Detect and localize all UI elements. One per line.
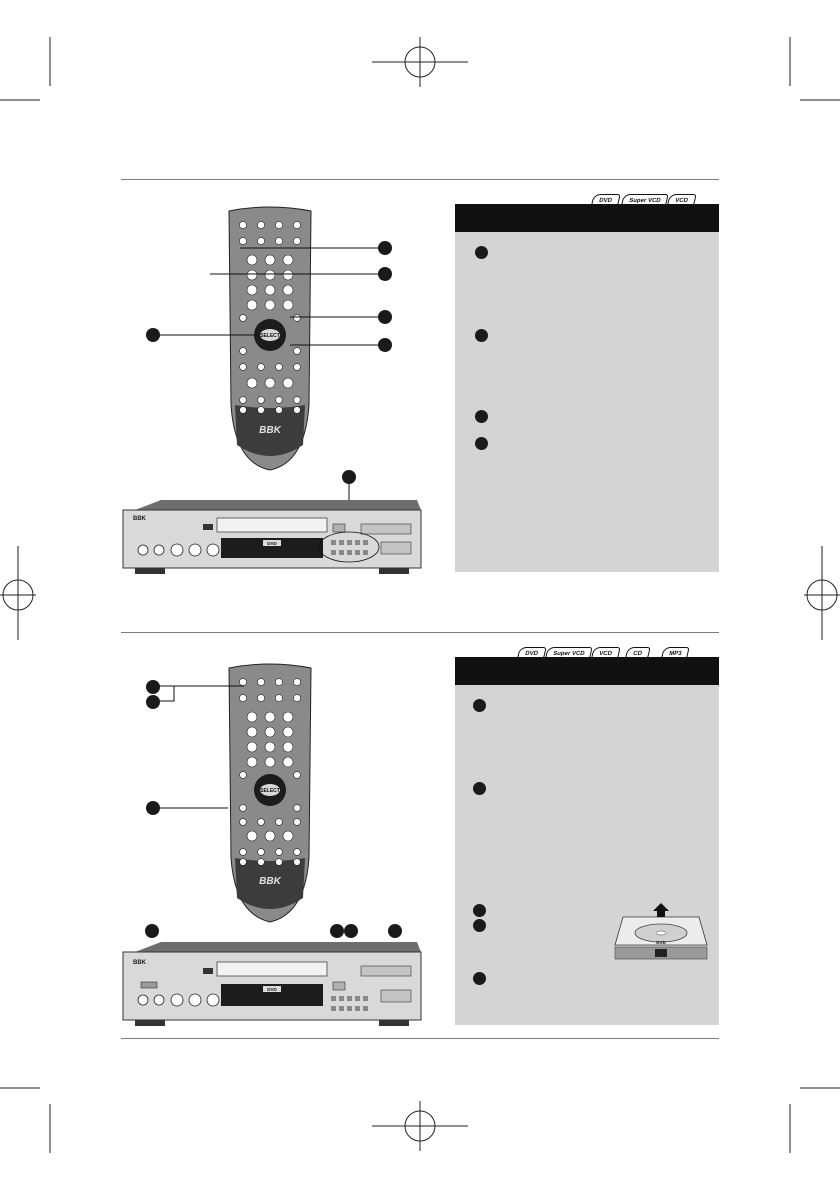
step-bullet bbox=[473, 919, 486, 932]
callout-marker bbox=[378, 241, 392, 255]
section-1-text-panel bbox=[455, 232, 719, 572]
tray-disc-label: DVD bbox=[656, 940, 666, 945]
section-rule-top bbox=[121, 179, 719, 180]
dvd-player: DVD BBK bbox=[121, 940, 423, 1032]
callout-marker bbox=[146, 680, 160, 694]
callout-lines bbox=[140, 676, 400, 936]
callout-marker bbox=[378, 267, 392, 281]
callout-marker bbox=[388, 924, 402, 938]
step-bullet bbox=[473, 972, 486, 985]
step-bullet bbox=[475, 329, 488, 342]
callout-marker bbox=[146, 801, 160, 815]
remote-brand: BBK bbox=[259, 425, 281, 436]
step-bullet bbox=[473, 782, 486, 795]
step-bullet bbox=[475, 246, 488, 259]
player-brand: BBK bbox=[133, 960, 147, 966]
section-2-text-panel: DVD bbox=[455, 685, 719, 1025]
step-bullet bbox=[475, 437, 488, 450]
callout-marker bbox=[378, 310, 392, 324]
callout-marker bbox=[145, 924, 159, 938]
section-2-header-bar bbox=[455, 657, 719, 685]
callout-marker bbox=[344, 924, 358, 938]
disc-tray-illustration: DVD bbox=[613, 903, 709, 961]
player-brand: BBK bbox=[133, 516, 147, 522]
step-bullet bbox=[473, 699, 486, 712]
section-rule-bottom bbox=[121, 1038, 719, 1039]
player-disc-logo: DVD bbox=[267, 987, 277, 992]
callout-marker bbox=[146, 328, 160, 342]
dvd-player: DVD BBK bbox=[121, 480, 423, 578]
step-bullet bbox=[473, 904, 486, 917]
callout-marker bbox=[330, 924, 344, 938]
section-1-header-bar bbox=[455, 204, 719, 232]
callout-lines bbox=[140, 240, 400, 360]
callout-marker bbox=[378, 338, 392, 352]
section-rule-middle bbox=[121, 632, 719, 633]
player-disc-logo: DVD bbox=[267, 541, 277, 546]
step-bullet bbox=[475, 410, 488, 423]
callout-marker bbox=[146, 695, 160, 709]
